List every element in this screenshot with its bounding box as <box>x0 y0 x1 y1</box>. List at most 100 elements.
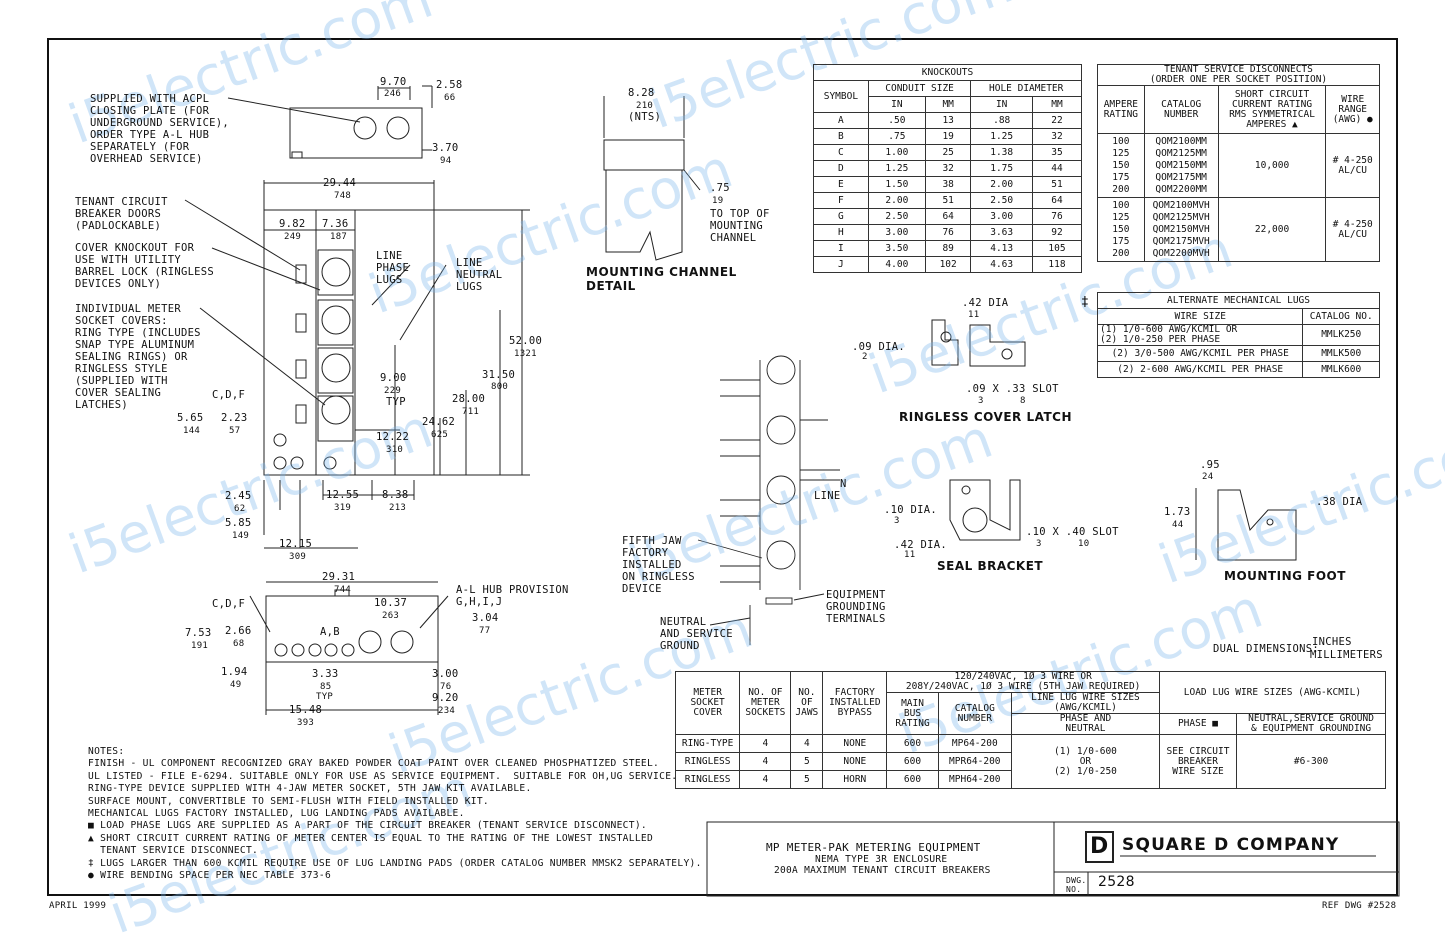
dim-value: 2 <box>862 352 868 362</box>
dim-value: 9.82 <box>279 218 306 230</box>
cell-sockets: 4 <box>739 734 792 753</box>
table-cell: 32 <box>924 160 972 177</box>
dim-value: 3.00 <box>432 668 459 680</box>
dim-foot-dia: .38 DIA <box>1316 496 1363 508</box>
table-cell: MMLK600 <box>1302 361 1380 378</box>
table-cell: 105 <box>1031 240 1083 257</box>
table-cell: F <box>813 192 869 209</box>
table-cell: 13 <box>924 112 972 129</box>
header-wire-range: WIRE RANGE (AWG) ● <box>1325 85 1380 134</box>
table-cell: 4.00 <box>867 256 926 273</box>
header-mm: MM <box>924 96 972 113</box>
header-neutral-ground: NEUTRAL,SERVICE GROUND & EQUIPMENT GROUN… <box>1236 713 1386 735</box>
dim-value: 5.85 <box>225 517 252 529</box>
drawing-sheet-border <box>47 38 1398 896</box>
dim-value: 144 <box>183 426 201 436</box>
table-cell: 38 <box>924 176 972 193</box>
table-cell: 102 <box>924 256 972 273</box>
label-seal-bracket: SEAL BRACKET <box>937 559 1044 573</box>
callout-line-neutral-lugs: LINE NEUTRAL LUGS <box>456 257 503 293</box>
table-cell: (2) 2-600 AWG/KCMIL PER PHASE <box>1096 361 1304 378</box>
table-cell: 2.50 <box>867 208 926 225</box>
callout-cover-knockout: COVER KNOCKOUT FOR USE WITH UTILITY BARR… <box>75 242 215 290</box>
dim-value: 12.55 <box>326 489 360 501</box>
table-cell: C <box>813 144 869 161</box>
dual-inches: INCHES <box>1312 636 1352 648</box>
dim-value: 85 <box>320 682 332 692</box>
dim-value: 7.53 <box>185 627 212 639</box>
header-symbol: SYMBOL <box>813 80 869 113</box>
label-mounting-foot: MOUNTING FOOT <box>1224 569 1346 583</box>
knockouts-table: KNOCKOUTS SYMBOL CONDUIT SIZE HOLE DIAME… <box>813 64 1083 273</box>
callout-ab: A,B <box>320 626 340 638</box>
dim-value: 1321 <box>514 349 537 359</box>
cell-sockets: 4 <box>739 770 792 789</box>
callout-tenant-doors: TENANT CIRCUIT BREAKER DOORS (PADLOCKABL… <box>75 196 168 232</box>
dim-nts: (NTS) <box>628 111 662 123</box>
cell-cover: RINGLESS <box>674 770 741 789</box>
header-catalog-no: CATALOG NO. <box>1302 308 1380 325</box>
dim-seal-slot: .10 X .40 SLOT <box>1026 526 1119 538</box>
table-cell: 3.63 <box>970 224 1033 241</box>
table-cell: 1.25 <box>970 128 1033 145</box>
title-line-2: NEMA TYPE 3R ENCLOSURE <box>815 854 948 865</box>
dim-value: 625 <box>431 430 449 440</box>
callout-cdf: C,D,F <box>212 598 246 610</box>
dim-value: 44 <box>1172 520 1184 530</box>
dim-value: 9.70 <box>380 76 407 88</box>
table-cell: I <box>813 240 869 257</box>
label-line: LINE <box>814 490 841 502</box>
table-cell: MMLK500 <box>1302 345 1380 362</box>
header-line-lug: LINE LUG WIRE SIZES (AWG/KCMIL) <box>1011 692 1160 714</box>
dim-value: 187 <box>330 232 348 242</box>
table-row: (1) 1/0-600 AWG/KCMIL OR (2) 1/0-250 PER… <box>1096 324 1380 346</box>
header-wire-size: WIRE SIZE <box>1096 308 1304 325</box>
header-load-lug: LOAD LUG WIRE SIZES (AWG-KCMIL) <box>1158 671 1387 714</box>
lugs-title: ALTERNATE MECHANICAL LUGS <box>1097 292 1380 309</box>
table-cell: 4.13 <box>970 240 1033 257</box>
dim-value: 246 <box>384 89 402 99</box>
dim-value: 49 <box>230 680 242 690</box>
header-ampere: AMPERE RATING <box>1097 85 1145 134</box>
dim-typ: TYP <box>386 396 406 408</box>
cell-jaws: 5 <box>790 752 824 771</box>
dim-value: 213 <box>389 503 407 513</box>
knockouts-title: KNOCKOUTS <box>813 64 1082 81</box>
dim-value: 1.73 <box>1164 506 1191 518</box>
dim-value: 1.94 <box>221 666 248 678</box>
cell-bypass: HORN <box>822 770 888 789</box>
dim-value: 66 <box>444 93 456 103</box>
dim-value: 3.70 <box>432 142 459 154</box>
table-cell: 4.63 <box>970 256 1033 273</box>
table-cell: G <box>813 208 869 225</box>
lug-mark: ‡ <box>1081 295 1090 310</box>
cell-phase-sizes: SEE CIRCUIT BREAKER WIRE SIZE <box>1158 734 1238 789</box>
cell-bypass: NONE <box>822 752 888 771</box>
cell-catalog: MPH64-200 <box>937 770 1013 789</box>
table-cell: 89 <box>924 240 972 257</box>
table-cell: 3.50 <box>867 240 926 257</box>
dim-value: 52.00 <box>509 335 543 347</box>
header-socket-cover: METER SOCKET COVER <box>674 671 741 735</box>
dim-value: 263 <box>382 611 400 621</box>
cell-line-sizes: (1) 1/0-600 OR (2) 1/0-250 <box>1011 734 1160 789</box>
table-cell: .50 <box>867 112 926 129</box>
table-cell: 35 <box>1031 144 1083 161</box>
cell-catalog: QOM2100MM QOM2125MM QOM2150MM QOM2175MM … <box>1143 133 1219 198</box>
dim-value: 24 <box>1202 472 1214 482</box>
cell-short-circuit: 22,000 <box>1217 197 1327 262</box>
dim-value: 28.00 <box>452 393 486 405</box>
notes: NOTES: FINISH - UL COMPONENT RECOGNIZED … <box>88 746 702 882</box>
callout-cdf: C,D,F <box>212 389 246 401</box>
label-n: N <box>840 478 847 490</box>
dim-value: 12.22 <box>376 431 410 443</box>
dim-value: 9.20 <box>432 692 459 704</box>
